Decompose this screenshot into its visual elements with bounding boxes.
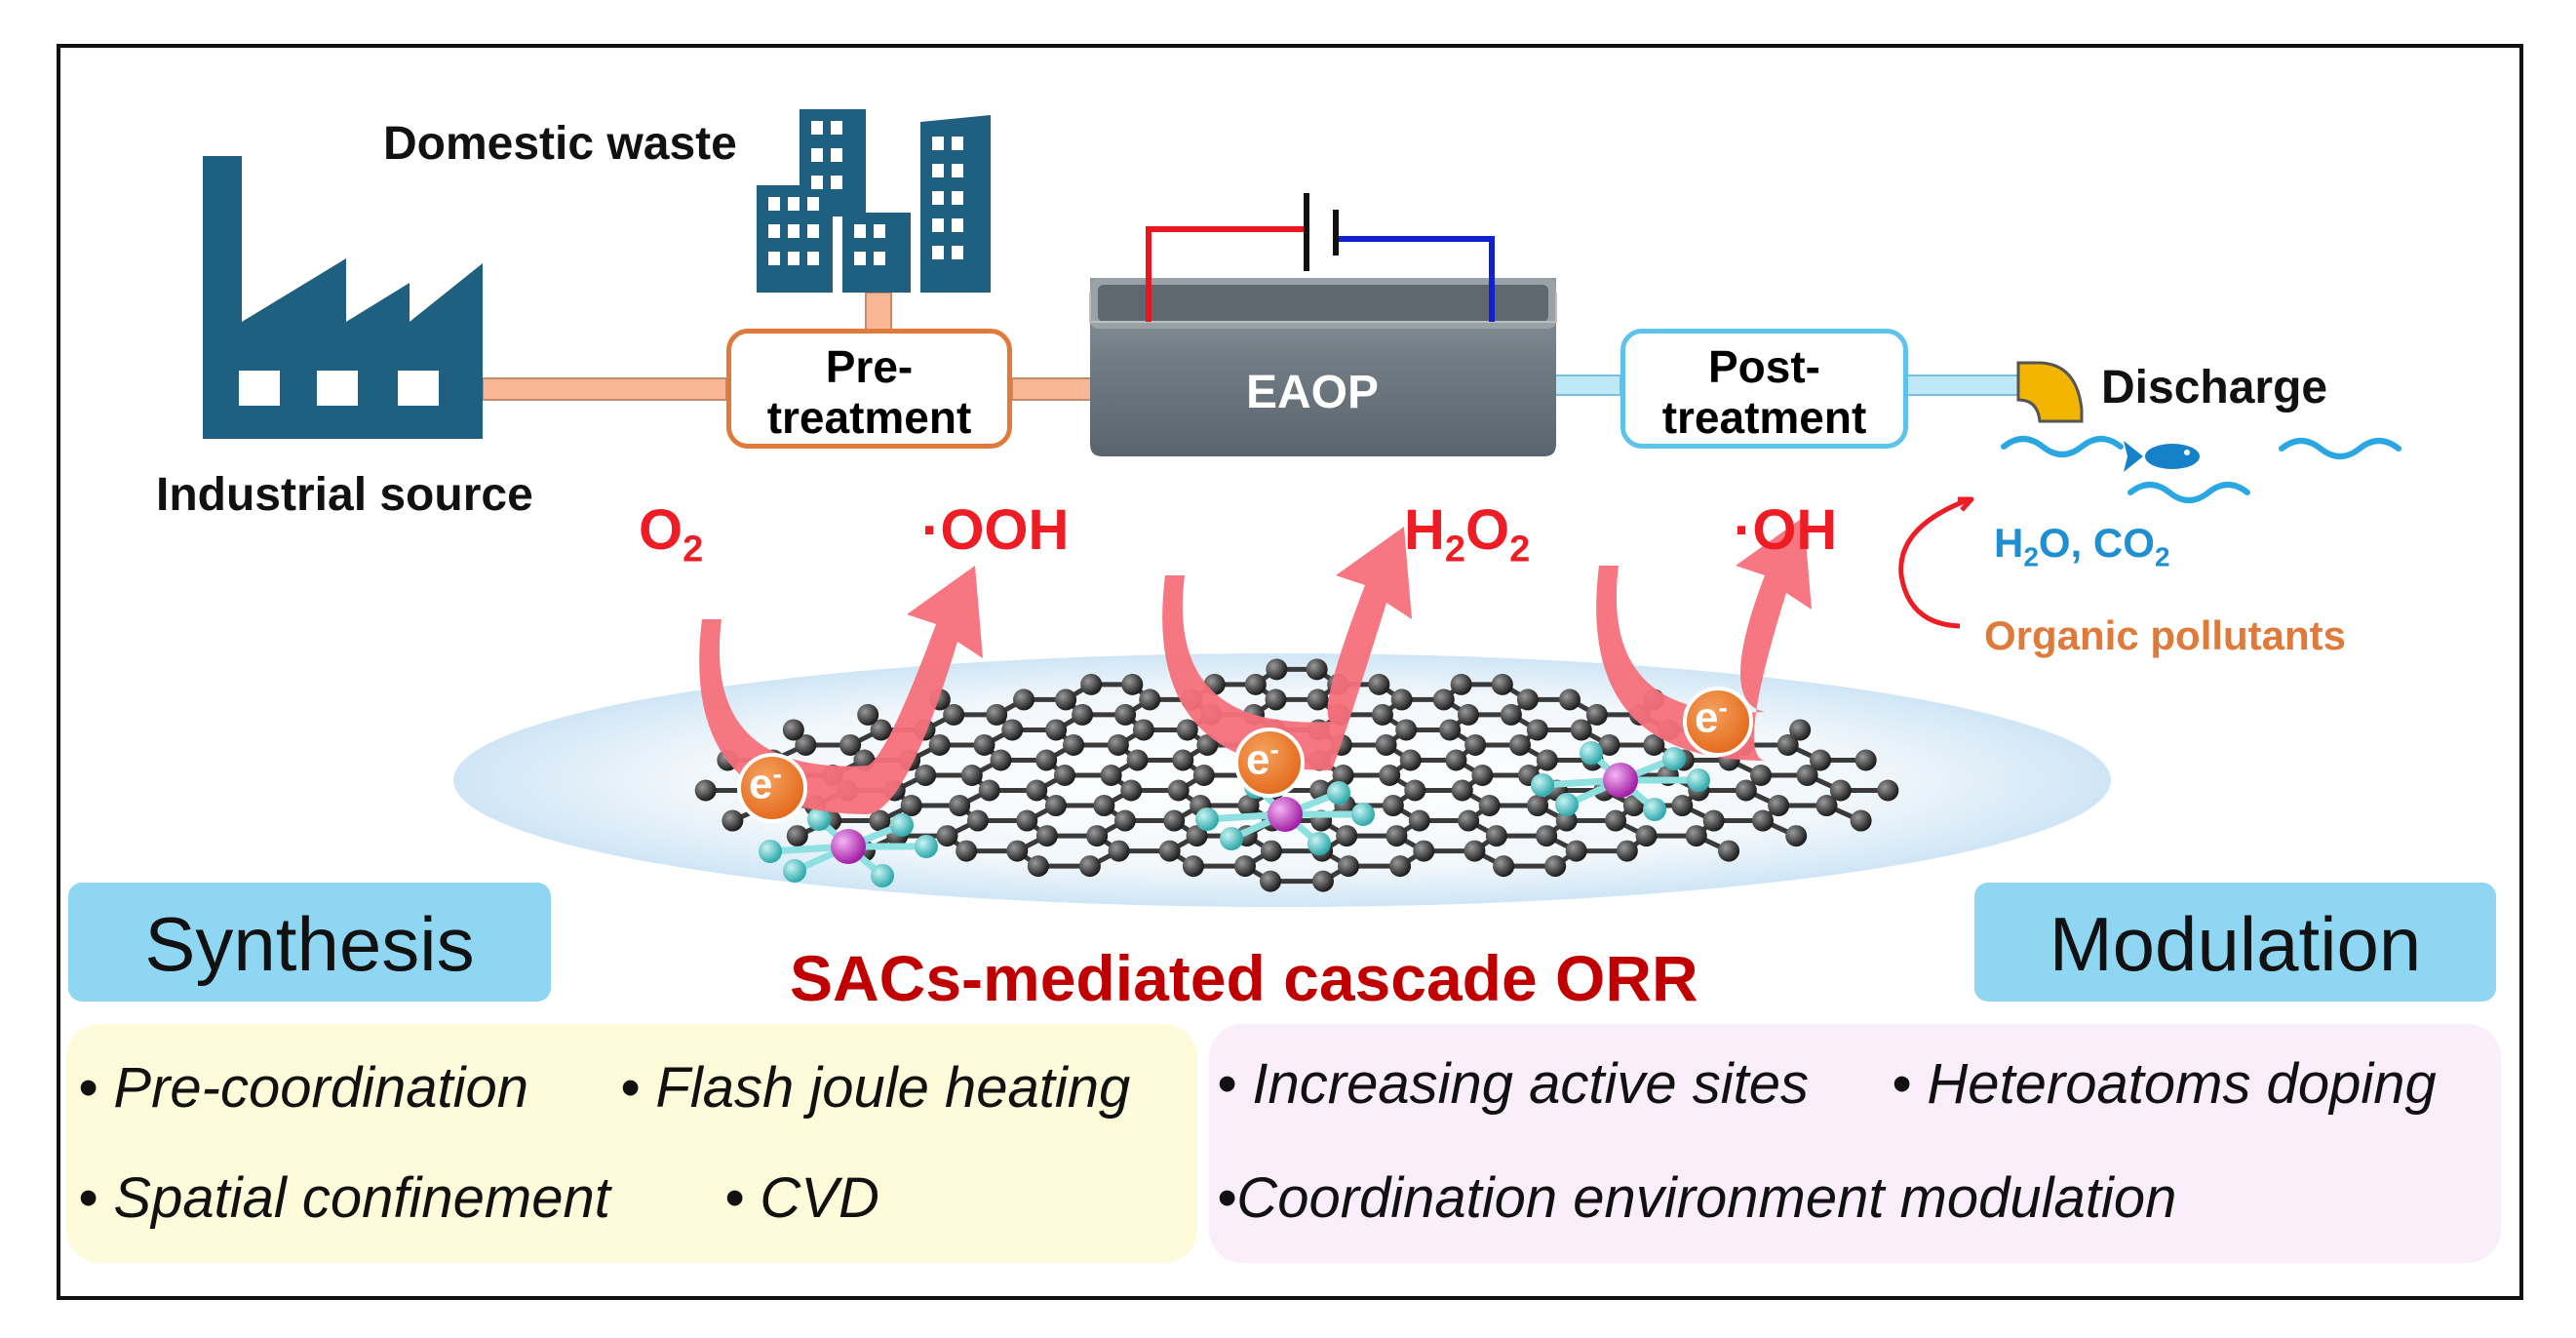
- products-sub1: 2: [2023, 541, 2039, 572]
- single-atom-site-3: [1531, 741, 1710, 821]
- species-o2-sub: 2: [683, 529, 704, 571]
- species-o2-main: O: [639, 498, 683, 562]
- wave-icon: [2001, 436, 2401, 503]
- species-h2o2: H2O2: [1404, 497, 1530, 571]
- electron-icon-2: [1234, 728, 1305, 798]
- pipe-post-discharge: [1905, 374, 2019, 396]
- buildings-icon: [757, 109, 991, 293]
- cascade-title: SACs-mediated cascade ORR: [790, 942, 1698, 1014]
- pipe-domestic-pre: [865, 292, 892, 333]
- pipe-industrial-pre: [482, 377, 727, 401]
- synthesis-item-2: • Flash joule heating: [620, 1056, 1131, 1120]
- reaction-arrow-3: [1596, 517, 1812, 761]
- single-atom-site-1: [759, 807, 938, 887]
- electron-3-e: e: [1695, 693, 1719, 742]
- modulation-item-1: • Increasing active sites: [1217, 1052, 1810, 1116]
- species-h2o2-sub2: 2: [1509, 529, 1531, 571]
- cycle-arrow-icon: [1898, 496, 1974, 629]
- synthesis-panel: • Pre-coordination • Flash joule heating…: [66, 1024, 1197, 1263]
- electron-1-sup: -: [772, 759, 782, 789]
- electron-label-2: e-: [1246, 734, 1279, 785]
- post-treatment-line1: Post-: [1708, 341, 1820, 392]
- domestic-waste-label: Domestic waste: [383, 118, 737, 170]
- synthesis-heading: Synthesis: [144, 901, 475, 987]
- reaction-arrow-1: [699, 566, 983, 814]
- industrial-source-label: Industrial source: [156, 469, 533, 521]
- electron-2-sup: -: [1269, 734, 1279, 765]
- species-h2o2-h: H: [1404, 498, 1445, 562]
- post-treatment-box: Post- treatment: [1620, 329, 1908, 449]
- products-oco: O, CO: [2038, 520, 2155, 566]
- products-sub2: 2: [2154, 541, 2170, 572]
- electron-icon-1: [737, 753, 807, 823]
- species-ooh: ·OOH: [921, 498, 1070, 562]
- discharge-label: Discharge: [2101, 362, 2328, 413]
- eaop-cell: [1089, 278, 1557, 456]
- electron-label-3: e-: [1695, 692, 1728, 743]
- products-h: H: [1994, 520, 2024, 566]
- electron-label-1: e-: [749, 759, 782, 809]
- species-h2o2-o: O: [1465, 498, 1510, 562]
- electron-3-sup: -: [1718, 692, 1728, 723]
- species-o2: O2: [639, 497, 703, 571]
- modulation-item-3: •Coordination environment modulation: [1217, 1166, 2177, 1230]
- synthesis-item-4: • CVD: [724, 1166, 879, 1230]
- discharge-pipe-icon: [2016, 361, 2084, 423]
- species-oh: ·OH: [1734, 498, 1838, 562]
- battery-icon: [1146, 193, 1495, 322]
- factory-icon: [203, 156, 483, 439]
- pre-treatment-line1: Pre-: [825, 341, 914, 392]
- fish-icon: [2124, 441, 2200, 472]
- figure-frame: [57, 44, 2523, 1300]
- modulation-panel: • Increasing active sites • Heteroatoms …: [1209, 1024, 2501, 1263]
- synthesis-item-3: • Spatial confinement: [78, 1166, 610, 1230]
- electron-1-e: e: [749, 760, 773, 808]
- synthesis-item-1: • Pre-coordination: [78, 1056, 528, 1120]
- organic-pollutants-label: Organic pollutants: [1984, 612, 2347, 658]
- modulation-heading: Modulation: [2049, 901, 2422, 987]
- reaction-arrow-2: [1162, 527, 1412, 770]
- modulation-heading-box: Modulation: [1974, 883, 2496, 1002]
- electron-icon-3: [1683, 687, 1753, 757]
- synthesis-heading-box: Synthesis: [68, 883, 551, 1002]
- products-label: H2O, CO2: [1994, 520, 2170, 572]
- eaop-label: EAOP: [1246, 367, 1380, 418]
- electron-2-e: e: [1246, 735, 1270, 784]
- post-treatment-line2: treatment: [1661, 392, 1867, 443]
- species-h2o2-sub1: 2: [1444, 529, 1466, 571]
- modulation-item-2: • Heteroatoms doping: [1892, 1052, 2437, 1116]
- pre-treatment-line2: treatment: [766, 392, 972, 443]
- pre-treatment-box: Pre- treatment: [726, 329, 1012, 449]
- pipe-pre-eaop: [1011, 377, 1097, 401]
